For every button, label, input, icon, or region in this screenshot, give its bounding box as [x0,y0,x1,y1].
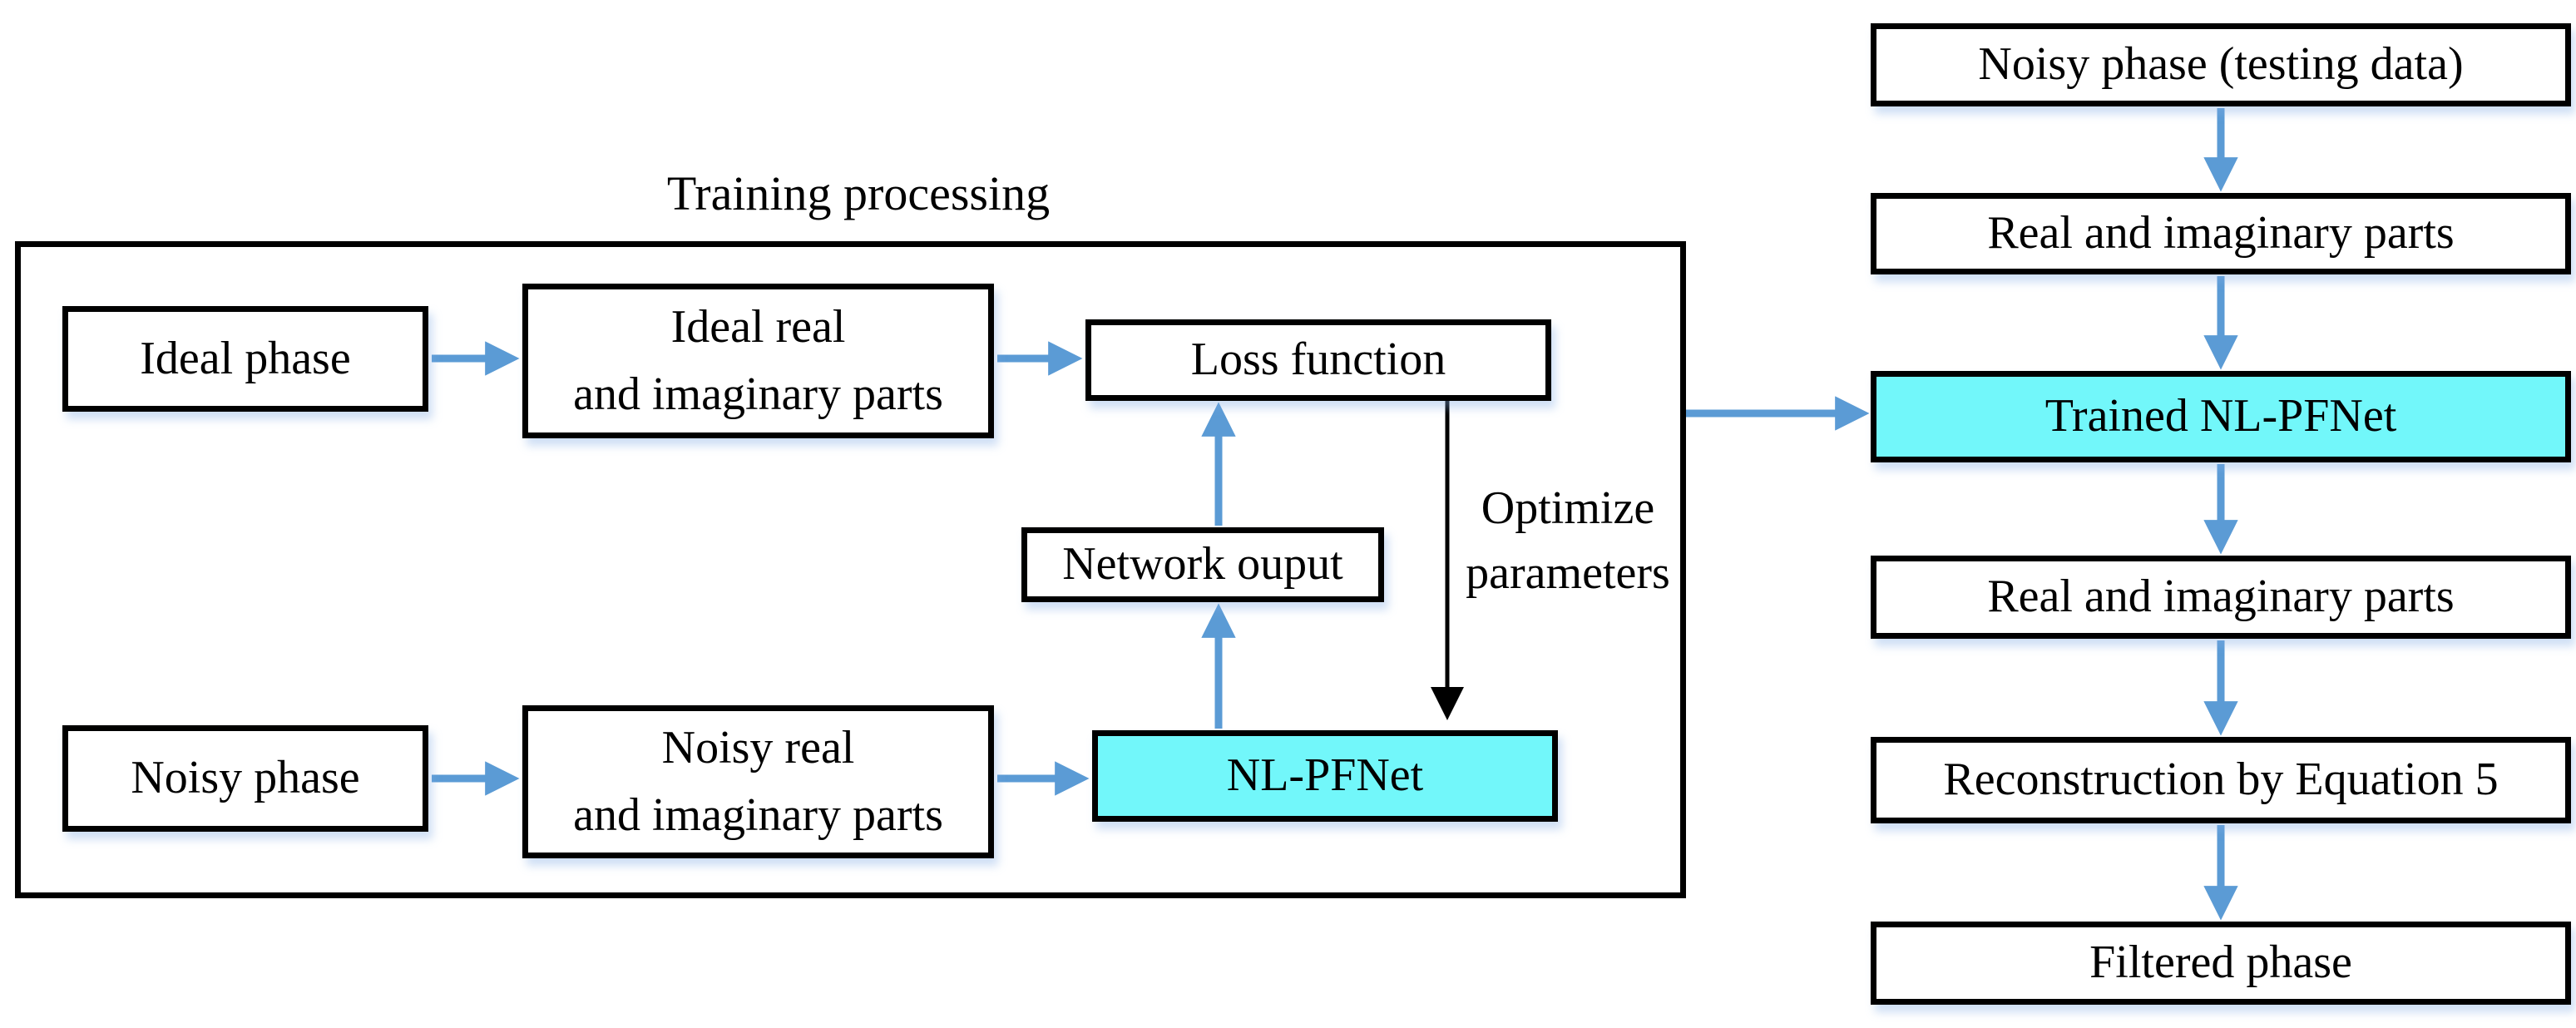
training-processing-container [15,241,1686,898]
node-reconstruction-by-equation-5: Reconstruction by Equation 5 [1871,737,2571,823]
optimize-parameters-label: Optimize parameters [1466,482,1670,599]
node-loss-function: Loss function [1085,319,1551,401]
node-noisy-phase: Noisy phase [62,725,428,832]
node-noisy-real-and-imaginary-parts: Noisy real and imaginary parts [522,705,994,858]
node-real-and-imaginary-parts-1: Real and imaginary parts [1871,193,2571,274]
node-network-output: Network ouput [1021,527,1384,602]
node-ideal-real-and-imaginary-parts: Ideal real and imaginary parts [522,284,994,438]
node-ideal-phase: Ideal phase [62,306,428,412]
node-trained-nl-pfnet: Trained NL-PFNet [1871,371,2571,462]
node-nl-pfnet: NL-PFNet [1092,730,1558,822]
node-real-and-imaginary-parts-2: Real and imaginary parts [1871,556,2571,639]
node-filtered-phase: Filtered phase [1871,922,2571,1005]
training-section-title: Training processing [666,166,1051,220]
node-noisy-phase-testing-data: Noisy phase (testing data) [1871,23,2571,106]
